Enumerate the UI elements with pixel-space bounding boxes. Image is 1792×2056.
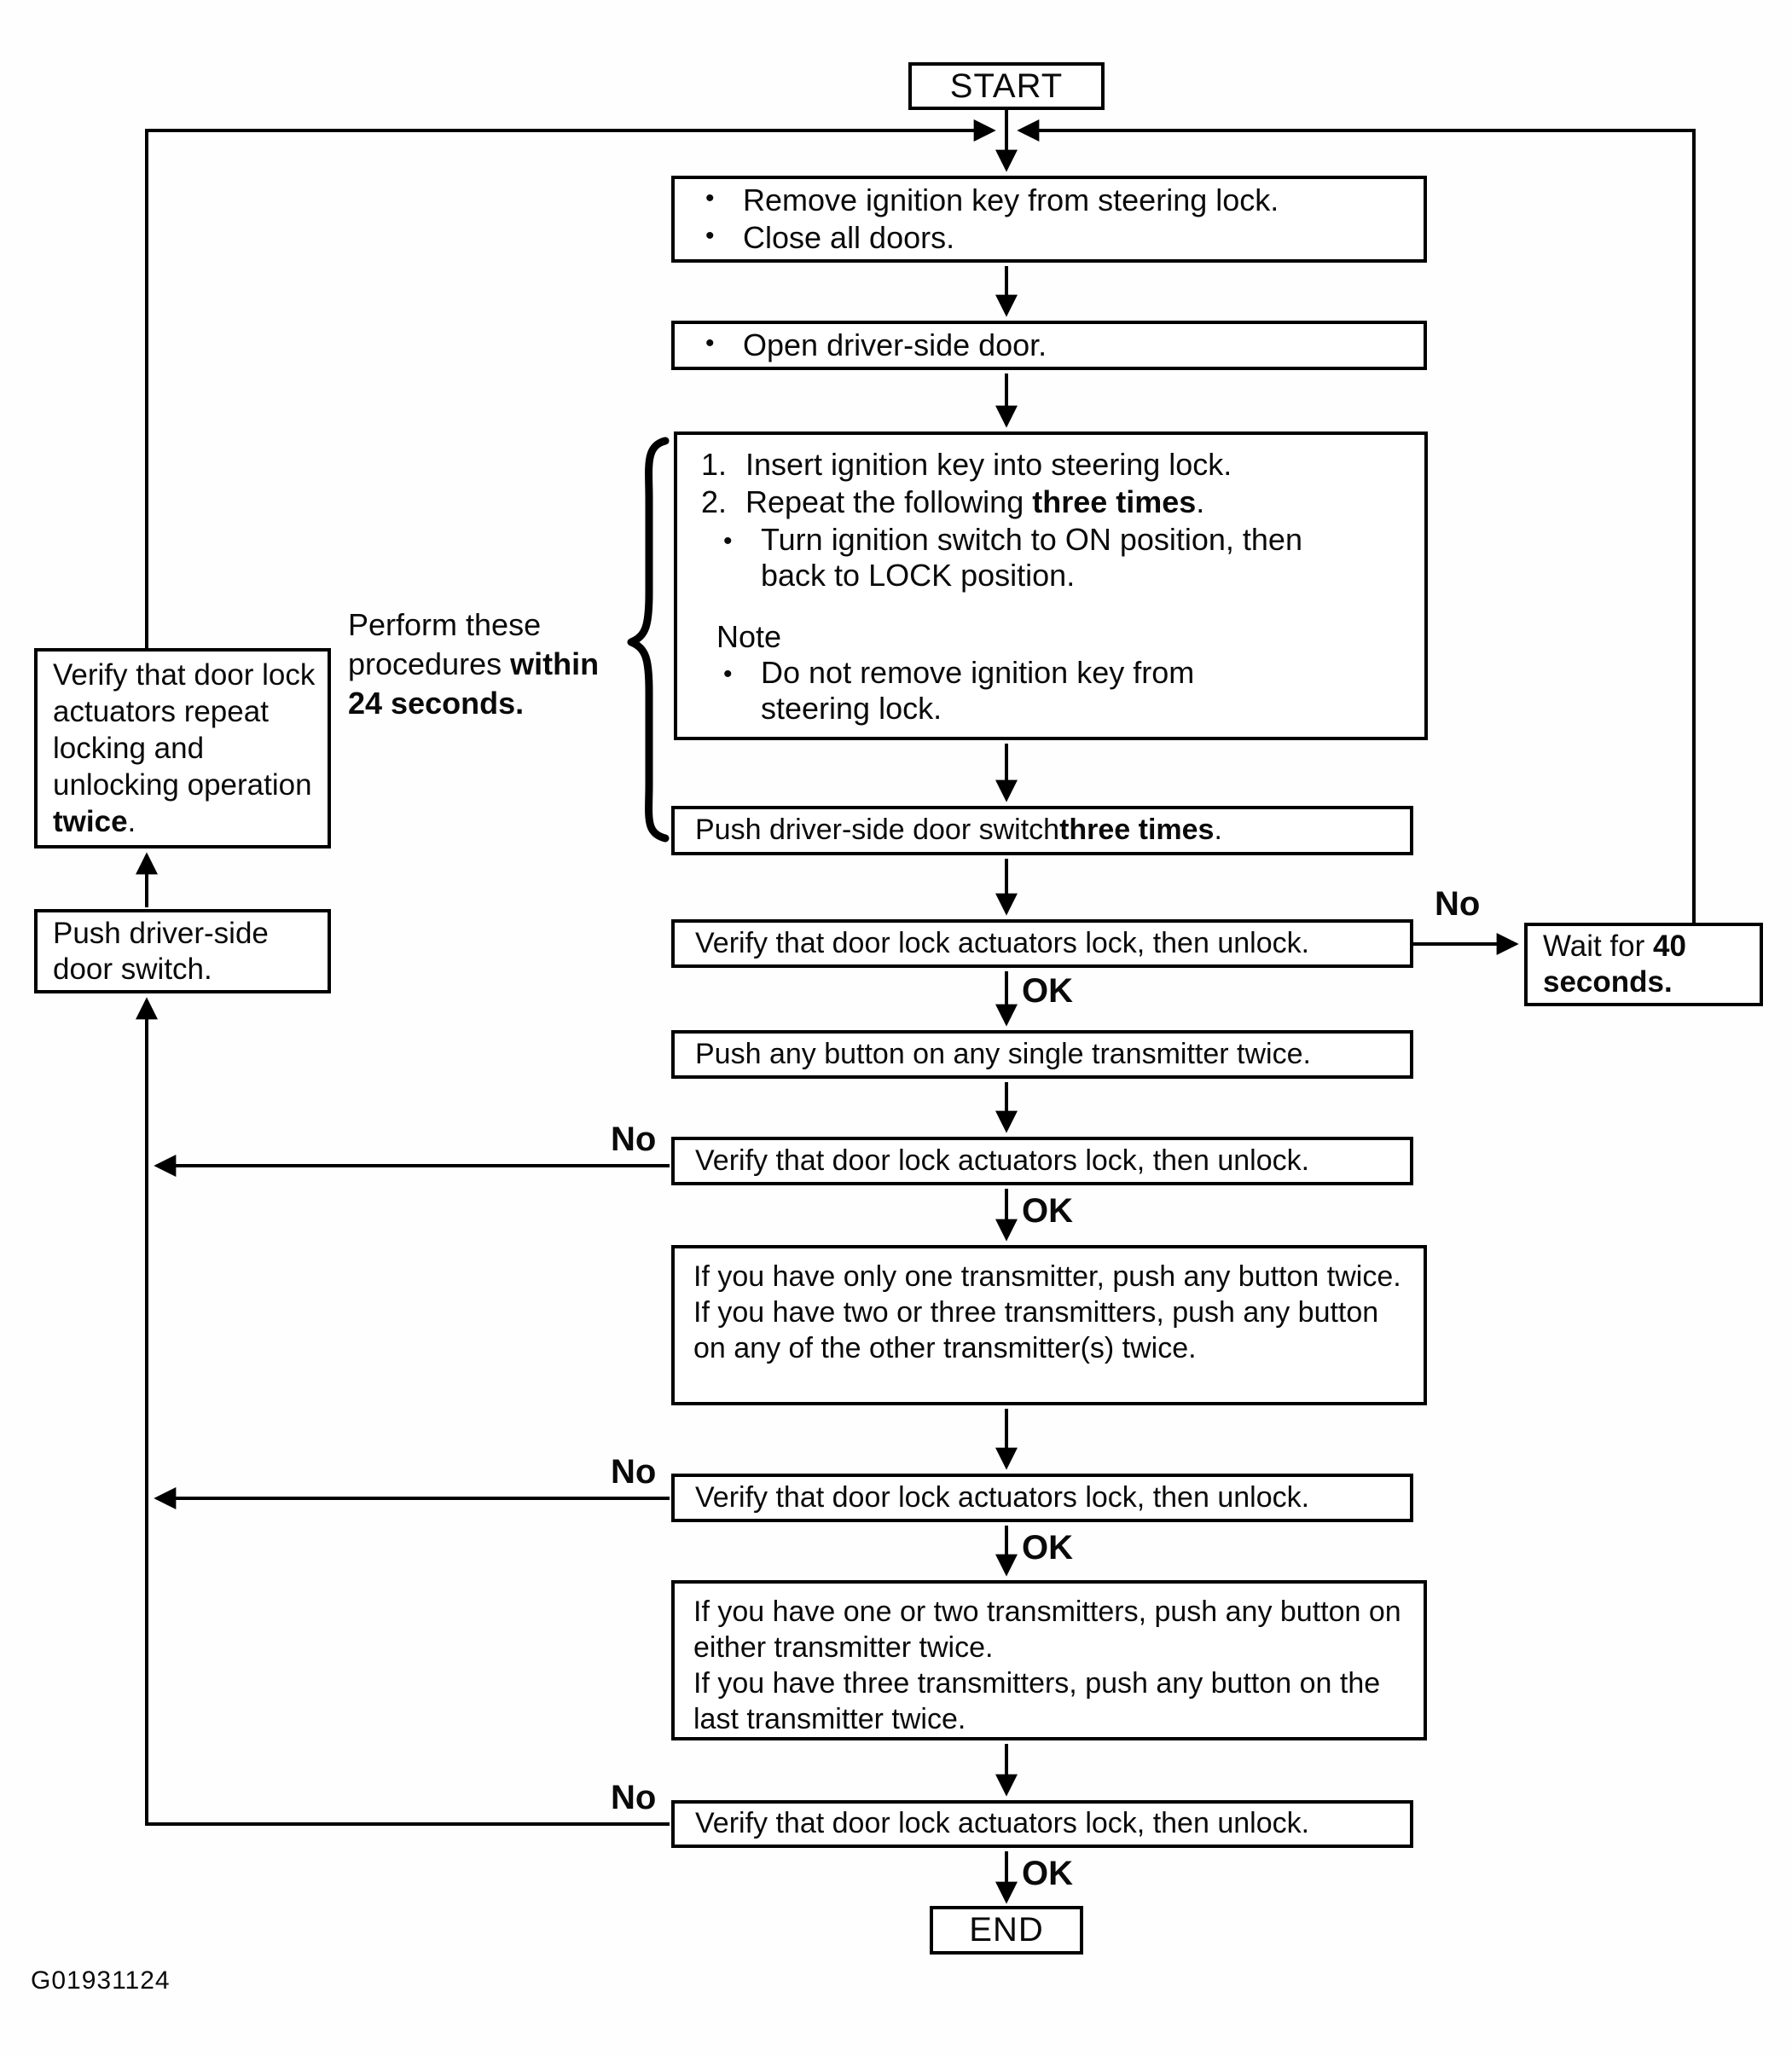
verify-node-4: Verify that door lock actuators lock, th… [671, 1800, 1413, 1848]
bullet-icon: • [723, 527, 733, 555]
no-label-3: No [611, 1453, 657, 1491]
ok-label-4: OK [1022, 1855, 1073, 1892]
step-push-any-single: Push any button on any single transmitte… [671, 1030, 1413, 1079]
left-verify-repeat-node: Verify that door lock actuators repeat l… [34, 648, 331, 848]
last-transmitter-line-2: If you have three transmitters, push any… [693, 1667, 1381, 1735]
verify-node-3: Verify that door lock actuators lock, th… [671, 1474, 1413, 1522]
prepare-item-2: • Close all doors. [705, 219, 1413, 257]
ok-label-2: OK [1022, 1192, 1073, 1230]
wait-40-node: Wait for 40 seconds. [1524, 923, 1763, 1006]
one-transmitter-line-1: If you have only one transmitter, push a… [693, 1260, 1401, 1293]
ok-label-1: OK [1022, 972, 1073, 1010]
bullet-icon: • [723, 660, 733, 688]
no-label-1: No [1435, 885, 1481, 923]
bullet-icon: • [705, 184, 715, 213]
bullet-icon: • [705, 329, 715, 358]
open-door-item-text: Open driver-side door. [743, 327, 1047, 363]
no-label-4: No [611, 1779, 657, 1816]
figure-code: G01931124 [31, 1966, 171, 1995]
verify-node-1: Verify that door lock actuators lock, th… [671, 919, 1413, 968]
prepare-item-2-text: Close all doors. [743, 220, 955, 255]
prepare-item-1-text: Remove ignition key from steering lock. [743, 182, 1279, 218]
spacer [701, 595, 1411, 619]
one-transmitter-line-2: If you have two or three transmitters, p… [693, 1296, 1379, 1364]
key-cycle-item-2-text: Repeat the following three times. [745, 484, 1205, 519]
connector-no4-left-rail-up [136, 997, 670, 1826]
item-number: 1. [701, 447, 728, 482]
verify-node-2: Verify that door lock actuators lock, th… [671, 1137, 1413, 1185]
key-cycle-sub-text: Turn ignition switch to ON position, the… [761, 522, 1302, 593]
connector-right-loop-to-junction [1017, 119, 1696, 923]
step-open-door: • Open driver-side door. [671, 321, 1427, 370]
last-transmitter-line-1: If you have one or two transmitters, pus… [693, 1596, 1401, 1664]
key-cycle-item-2: 2. Repeat the following three times. [701, 484, 1411, 520]
connector-left-loop-to-junction [145, 119, 996, 648]
note-bullet: • Do not remove ignition key from steeri… [723, 655, 1411, 727]
item-number: 2. [701, 484, 728, 519]
timing-annotation: Perform these procedures within 24 secon… [348, 607, 600, 721]
bullet-icon: • [705, 222, 715, 250]
open-door-item: • Open driver-side door. [705, 327, 1413, 364]
note-title: Note [716, 619, 782, 654]
step-last-transmitter: If you have one or two transmitters, pus… [671, 1580, 1427, 1740]
key-cycle-item-1: 1. Insert ignition key into steering loc… [701, 447, 1411, 483]
left-brace [627, 437, 670, 843]
end-node: END [930, 1906, 1083, 1955]
note-bullet-text: Do not remove ignition key from steering… [761, 655, 1195, 726]
prepare-item-1: • Remove ignition key from steering lock… [705, 182, 1413, 219]
left-push-switch-node: Push driver-side door switch. [34, 909, 331, 993]
ok-label-3: OK [1022, 1529, 1073, 1567]
start-node: START [908, 62, 1105, 110]
step-key-cycle: 1. Insert ignition key into steering loc… [674, 431, 1428, 740]
step-prepare: • Remove ignition key from steering lock… [671, 176, 1427, 263]
step-one-transmitter: If you have only one transmitter, push a… [671, 1245, 1427, 1405]
key-cycle-sub-bullet: • Turn ignition switch to ON position, t… [723, 522, 1411, 594]
key-cycle-item-1-text: Insert ignition key into steering lock. [745, 447, 1232, 482]
no-label-2: No [611, 1121, 657, 1158]
step-door-switch-three-times: Push driver-side door switch three times… [671, 806, 1413, 855]
